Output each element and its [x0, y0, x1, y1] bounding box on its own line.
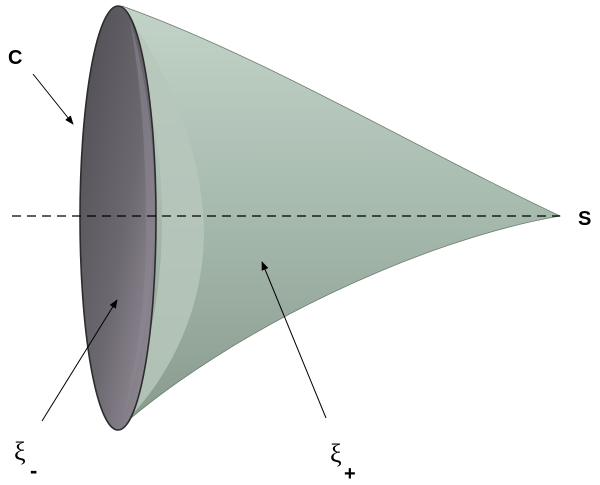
inner-fold-surface	[117, 6, 204, 430]
opening-highlight	[122, 20, 155, 420]
cone-opening	[79, 5, 157, 431]
arrow-c	[32, 73, 74, 125]
arrow-xi-minus	[41, 299, 118, 422]
label-xi-plus-subscript: +	[344, 463, 356, 485]
label-xi-minus: ξ	[14, 437, 26, 466]
label-s: S	[578, 208, 591, 230]
label-xi-plus: ξ	[330, 439, 342, 468]
arrow-xi-plus	[261, 261, 327, 419]
label-c: C	[8, 47, 22, 69]
label-xi-minus-subscript: -	[30, 458, 37, 483]
